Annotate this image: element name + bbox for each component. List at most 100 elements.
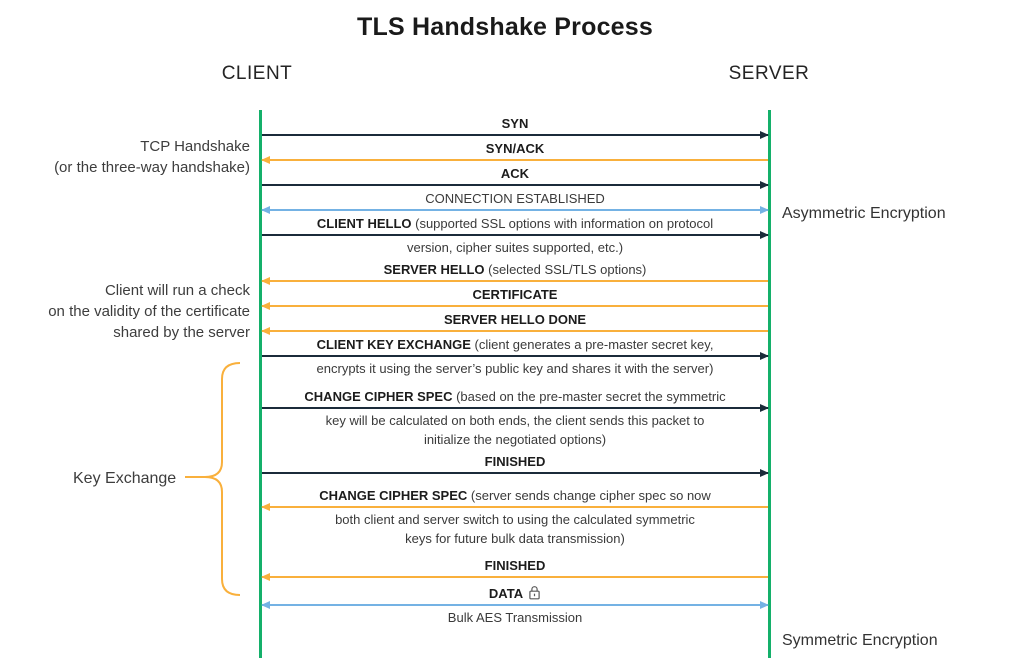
arrow-left [261,302,768,310]
msg-server-hello-done: SERVER HELLO DONE [261,312,768,335]
message-label: DATA [262,585,768,601]
msg-certificate: CERTIFICATE [261,287,768,310]
message-label: CONNECTION ESTABLISHED [262,191,768,206]
msg-finished: FINISHED [262,454,769,477]
arrow-right [262,231,769,239]
arrowhead-left [261,327,270,335]
arrowhead-left [261,302,270,310]
message-description-continued: both client and server switch to using t… [335,512,695,527]
message-description: (supported SSL options with information … [411,216,714,231]
certificate-check-note: Client will run a check on the validity … [0,280,250,343]
message-label: FINISHED [262,454,768,469]
msg-connection-established: CONNECTION ESTABLISHED [261,191,769,214]
message-label: SERVER HELLO (selected SSL/TLS options) [262,262,768,277]
msg-finished: FINISHED [261,558,768,581]
cert-note-line: shared by the server [113,324,250,341]
message-keyword: FINISHED [484,558,546,573]
message-description-continued: keys for future bulk data transmission) [405,531,625,546]
cert-note-line: Client will run a check [104,282,250,299]
arrow-right [262,352,769,360]
message-keyword: SERVER HELLO DONE [443,312,587,327]
message-description: (server sends change cipher spec so now [467,488,711,503]
arrowhead-left [261,156,270,164]
arrowhead-right [760,352,769,360]
client-actor-label: CLIENT [221,63,293,84]
message-keyword: FINISHED [484,454,546,469]
message-description-continued: version, cipher suites supported, etc.) [406,240,624,255]
message-description-continued: Bulk AES Transmission [447,610,583,625]
arrow-both [261,206,769,214]
tcp-handshake-note: TCP Handshake (or the three-way handshak… [0,136,250,178]
arrow-right [262,469,769,477]
arrowhead-right [760,601,769,609]
msg-change-cipher-spec: CHANGE CIPHER SPEC (based on the pre-mas… [262,389,769,449]
message-keyword: CHANGE CIPHER SPEC [304,389,453,404]
message-label: CHANGE CIPHER SPEC (server sends change … [262,488,768,503]
arrowhead-right [760,131,769,139]
arrow-both [261,601,769,609]
arrow-right [262,181,769,189]
arrow-right [262,404,769,412]
arrow-left [261,573,768,581]
arrow-left [261,503,768,511]
msg-syn-ack: SYN/ACK [261,141,768,164]
msg-change-cipher-spec: CHANGE CIPHER SPEC (server sends change … [261,488,768,548]
diagram-title: TLS Handshake Process [357,13,653,41]
arrowhead-left [261,277,270,285]
client-lifeline [259,110,262,658]
msg-client-key-exchange: CLIENT KEY EXCHANGE (client generates a … [262,337,769,378]
message-keyword: CHANGE CIPHER SPEC [319,488,468,503]
arrow-left [261,156,768,164]
message-label: CLIENT KEY EXCHANGE (client generates a … [262,337,768,352]
lock-icon [529,586,540,600]
message-label: CERTIFICATE [262,287,768,302]
message-description-continued: encrypts it using the server’s public ke… [316,361,714,376]
message-keyword: CLIENT HELLO [316,216,412,231]
tcp-note-line: TCP Handshake [140,138,250,155]
message-description-continued: key will be calculated on both ends, the… [325,413,705,428]
message-description: (client generates a pre-master secret ke… [470,337,714,352]
server-lifeline [768,110,771,658]
arrow-left [261,277,768,285]
msg-syn: SYN [262,116,769,139]
msg-ack: ACK [262,166,769,189]
message-description: CONNECTION ESTABLISHED [425,191,605,206]
message-label: FINISHED [262,558,768,573]
key-exchange-label: Key Exchange [73,470,177,487]
symmetric-encryption-label: Symmetric Encryption [782,632,938,649]
arrow-right [262,131,769,139]
arrow-left [261,327,768,335]
message-keyword: SYN/ACK [485,141,545,156]
arrowhead-right [760,469,769,477]
key-exchange-brace [185,362,241,596]
msg-client-hello: CLIENT HELLO (supported SSL options with… [262,216,769,257]
message-keyword: ACK [500,166,530,181]
message-list: SYN SYN/ACK ACK CONNECTION ESTABLISHED CLIEN… [261,113,769,632]
arrowhead-right [760,231,769,239]
msg-server-hello: SERVER HELLO (selected SSL/TLS options) [261,262,768,285]
cert-note-line: on the validity of the certificate [48,303,250,320]
message-label: ACK [262,166,768,181]
arrowhead-left [261,206,270,214]
arrowhead-left [261,503,270,511]
message-label: SYN/ACK [262,141,768,156]
message-label: SERVER HELLO DONE [262,312,768,327]
msg-data: DATA Bulk AES Transmission [261,585,769,627]
message-keyword: SERVER HELLO [383,262,485,277]
arrowhead-left [261,573,270,581]
arrowhead-right [760,404,769,412]
tcp-note-line: (or the three-way handshake) [54,159,250,176]
message-label: CHANGE CIPHER SPEC (based on the pre-mas… [262,389,768,404]
message-keyword: DATA [488,586,524,601]
message-keyword: SYN [501,116,529,131]
message-label: CLIENT HELLO (supported SSL options with… [262,216,768,231]
message-description: (based on the pre-master secret the symm… [452,389,726,404]
message-label: SYN [262,116,768,131]
message-description: (selected SSL/TLS options) [484,262,647,277]
asymmetric-encryption-label: Asymmetric Encryption [782,205,946,222]
message-keyword: CERTIFICATE [472,287,558,302]
message-description-continued: initialize the negotiated options) [423,432,607,447]
message-keyword: CLIENT KEY EXCHANGE [316,337,471,352]
arrowhead-right [760,206,769,214]
arrowhead-left [261,601,270,609]
